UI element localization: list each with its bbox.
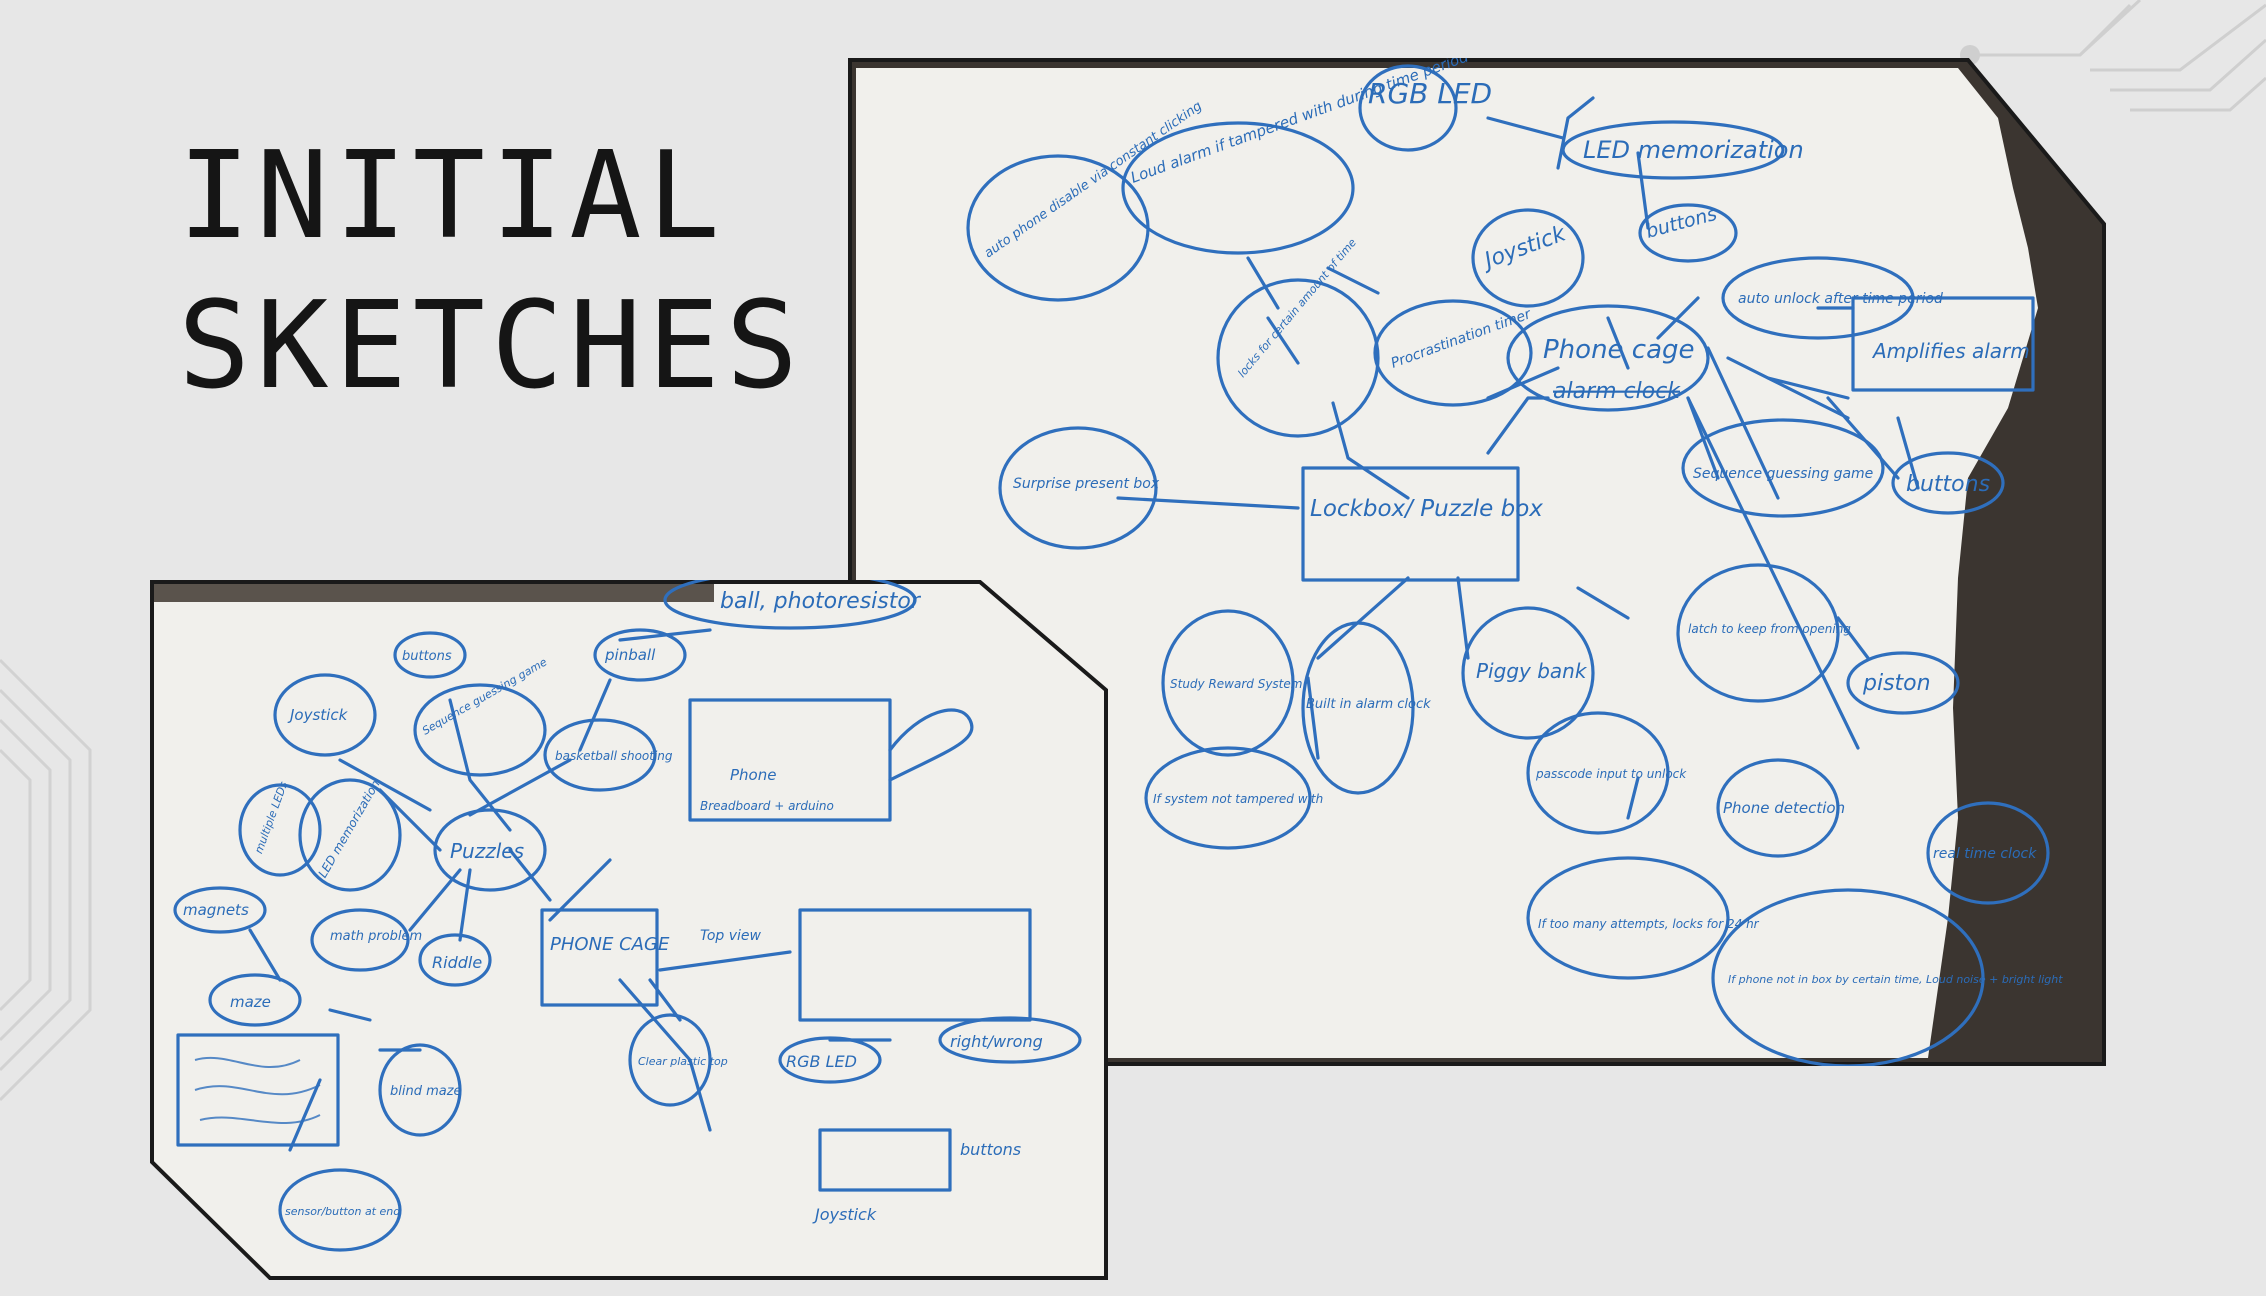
- node-rgb-led: RGB LED: [1368, 77, 1492, 110]
- node-phone-cage-struck: alarm clock: [1553, 379, 1681, 404]
- node-rgb-led-left: RGB LED: [786, 1052, 857, 1071]
- node-auto-unlock: auto unlock after time period: [1738, 291, 1943, 307]
- node-blind-maze: blind maze: [390, 1084, 462, 1099]
- node-maze: maze: [230, 993, 271, 1011]
- node-too-many-attempts: If too many attempts, locks for 24 hr: [1538, 917, 1760, 931]
- node-math-problem: math problem: [330, 929, 422, 944]
- node-pinball: pinball: [604, 646, 656, 664]
- node-ball-photoresistor: ball, photoresistor: [720, 589, 922, 614]
- node-lockbox-puzzle-box: Lockbox/ Puzzle box: [1310, 496, 1543, 522]
- node-right-wrong: right/wrong: [950, 1032, 1043, 1051]
- node-piston: piston: [1862, 671, 1931, 696]
- node-led-memorization: LED memorization: [1583, 136, 1804, 164]
- node-joystick-left: Joystick: [287, 706, 349, 724]
- node-latch: latch to keep from opening: [1688, 622, 1851, 636]
- node-passcode: passcode input to unlock: [1535, 767, 1687, 781]
- node-buttons: buttons: [402, 649, 452, 664]
- node-amplifies-alarm: Amplifies alarm: [1871, 339, 2030, 363]
- node-study-reward: Study Reward System: [1170, 677, 1302, 691]
- node-puzzles: Puzzles: [450, 839, 524, 863]
- node-basketball: basketball shooting: [555, 749, 673, 763]
- mind-map-sketch-right: RGB LED LED memorization Loud alarm if t…: [848, 58, 2106, 1066]
- node-magnets: magnets: [183, 901, 249, 919]
- mind-map-sketch-left: ball, photoresistor buttons pinball Joys…: [150, 580, 1108, 1280]
- node-phone-cage: Phone cage: [1543, 335, 1695, 365]
- node-clear-plastic-top: Clear plastic top: [638, 1055, 728, 1068]
- circuit-decoration-left: [0, 658, 92, 1102]
- title-line-2: SKETCHES: [178, 277, 804, 416]
- node-sensor-button: sensor/button at end: [285, 1205, 401, 1218]
- node-surprise-present-box: Surprise present box: [1013, 476, 1160, 492]
- node-if-system: If system not tampered with: [1153, 792, 1323, 806]
- title-line-1: INITIAL: [178, 127, 726, 266]
- node-phone-detection: Phone detection: [1723, 799, 1845, 817]
- node-buttons-right: buttons: [1906, 472, 1990, 497]
- circuit-decoration-top-right: [1960, 0, 2266, 112]
- node-built-in-alarm: Built in alarm clock: [1306, 697, 1431, 712]
- node-sequence-guessing-game: Sequence guessing game: [1693, 466, 1873, 482]
- node-phone-cage-left: PHONE CAGE: [550, 934, 670, 955]
- node-joystick-bottom: Joystick: [812, 1205, 877, 1224]
- label-top-view: Top view: [700, 928, 762, 944]
- label-breadboard: Breadboard + arduino: [700, 799, 834, 813]
- node-piggy-bank: Piggy bank: [1476, 659, 1588, 683]
- node-real-time-clock: real time clock: [1933, 846, 2037, 862]
- node-if-phone-not-in-box: If phone not in box by certain time, Lou…: [1728, 973, 2063, 986]
- node-buttons-bottom: buttons: [960, 1140, 1021, 1159]
- node-riddle: Riddle: [432, 953, 482, 972]
- slide-title: INITIAL SKETCHES: [178, 122, 804, 422]
- paper-right: [856, 68, 2038, 1058]
- label-phone-box: Phone: [730, 766, 776, 784]
